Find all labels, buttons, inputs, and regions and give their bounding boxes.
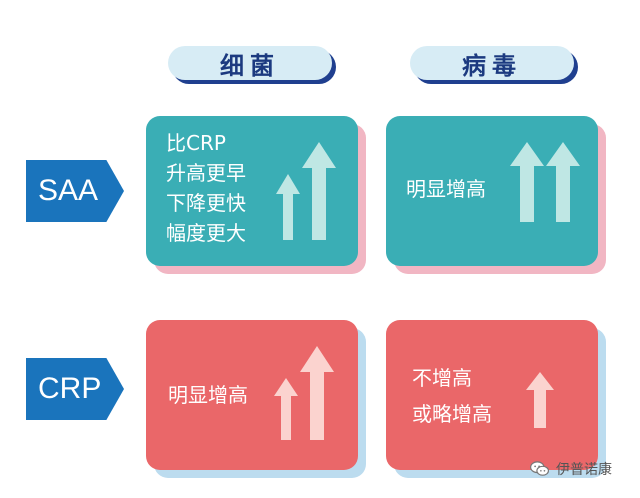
card-line: 或略增高 [412, 402, 492, 426]
card-saa-bacteria: 比CRP 升高更早 下降更快 幅度更大 [146, 116, 366, 274]
watermark: 伊普诺康 [530, 459, 612, 479]
card-crp-virus: 不增高 或略增高 [386, 320, 606, 478]
wechat-icon [530, 461, 550, 476]
arrow-up-small-icon [274, 378, 298, 440]
card-line: 比CRP [166, 131, 226, 155]
card-line: 幅度更大 [166, 221, 246, 245]
card-line: 明显增高 [406, 177, 486, 201]
arrow-up-large-icon [300, 346, 334, 440]
card-line: 不增高 [412, 366, 472, 390]
column-header-virus: 病毒 [410, 46, 574, 80]
row-tag-crp: CRP [26, 358, 124, 420]
arrow-up-large-icon [302, 142, 336, 240]
arrow-up-large-icon [510, 142, 544, 222]
column-header-virus-label: 病毒 [462, 51, 522, 80]
card-text-saa-bacteria: 比CRP 升高更早 下降更快 幅度更大 [166, 128, 246, 248]
card-text-saa-virus: 明显增高 [406, 174, 486, 204]
arrow-up-small-icon [276, 174, 300, 240]
card-line: 升高更早 [166, 161, 246, 185]
row-tag-saa-label: SAA [38, 174, 99, 207]
card-text-crp-bacteria: 明显增高 [168, 380, 248, 410]
column-header-bacteria: 细菌 [168, 46, 332, 80]
watermark-label: 伊普诺康 [556, 462, 612, 478]
row-tag-crp-label: CRP [38, 372, 102, 405]
card-line: 明显增高 [168, 383, 248, 407]
arrow-up-small-icon [526, 372, 554, 428]
card-line: 下降更快 [166, 191, 246, 215]
row-tag-saa: SAA [26, 160, 124, 222]
card-body [386, 320, 598, 470]
column-header-bacteria-label: 细菌 [220, 51, 280, 80]
card-crp-bacteria: 明显增高 [146, 320, 366, 478]
card-text-crp-virus: 不增高 或略增高 [412, 360, 492, 432]
arrow-up-large-icon [546, 142, 580, 222]
card-saa-virus: 明显增高 [386, 116, 606, 274]
